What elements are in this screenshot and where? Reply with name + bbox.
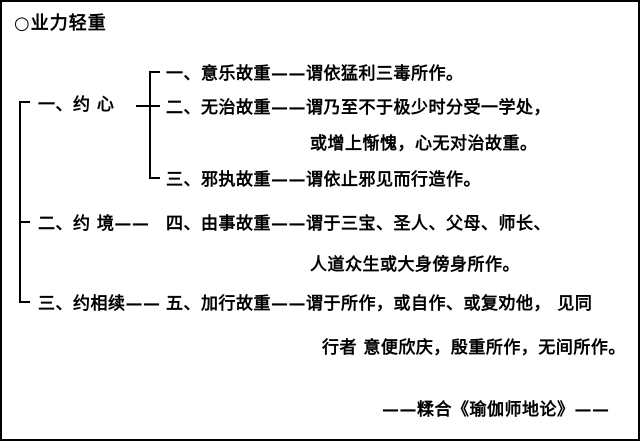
sub-bracket bbox=[149, 71, 160, 179]
item-object: 四、由事故重——谓于三宝、圣人、父母、师长、 bbox=[166, 214, 551, 234]
item-application: 五、加行故重——谓于所作，或自作、或复劝他， 见同 bbox=[166, 294, 593, 314]
branch-label-object: 二、约 境—— bbox=[38, 214, 150, 234]
main-bracket bbox=[19, 101, 30, 303]
branch-label-mind: 一、约 心 bbox=[38, 95, 115, 115]
diagram-title: ○业力轻重 bbox=[14, 13, 107, 34]
branch-label-continuity: 三、约相续—— bbox=[38, 294, 161, 314]
source-citation: ——糅合《瑜伽师地论》—— bbox=[382, 400, 610, 420]
item-wrong-view: 三、邪执故重——谓依止邪见而行造作。 bbox=[166, 170, 481, 190]
item-object-continued: 人道众生或大身傍身所作。 bbox=[310, 255, 520, 275]
item-application-continued: 行者 意便欣庆，殷重所作，无间所作。 bbox=[322, 338, 626, 358]
item-intention: 一、意乐故重——谓依猛利三毒所作。 bbox=[166, 64, 464, 84]
item-no-antidote: 二、无治故重——谓乃至不于极少时分受一学处， bbox=[166, 98, 551, 118]
item-no-antidote-continued: 或增上惭愧，心无对治故重。 bbox=[310, 134, 538, 154]
